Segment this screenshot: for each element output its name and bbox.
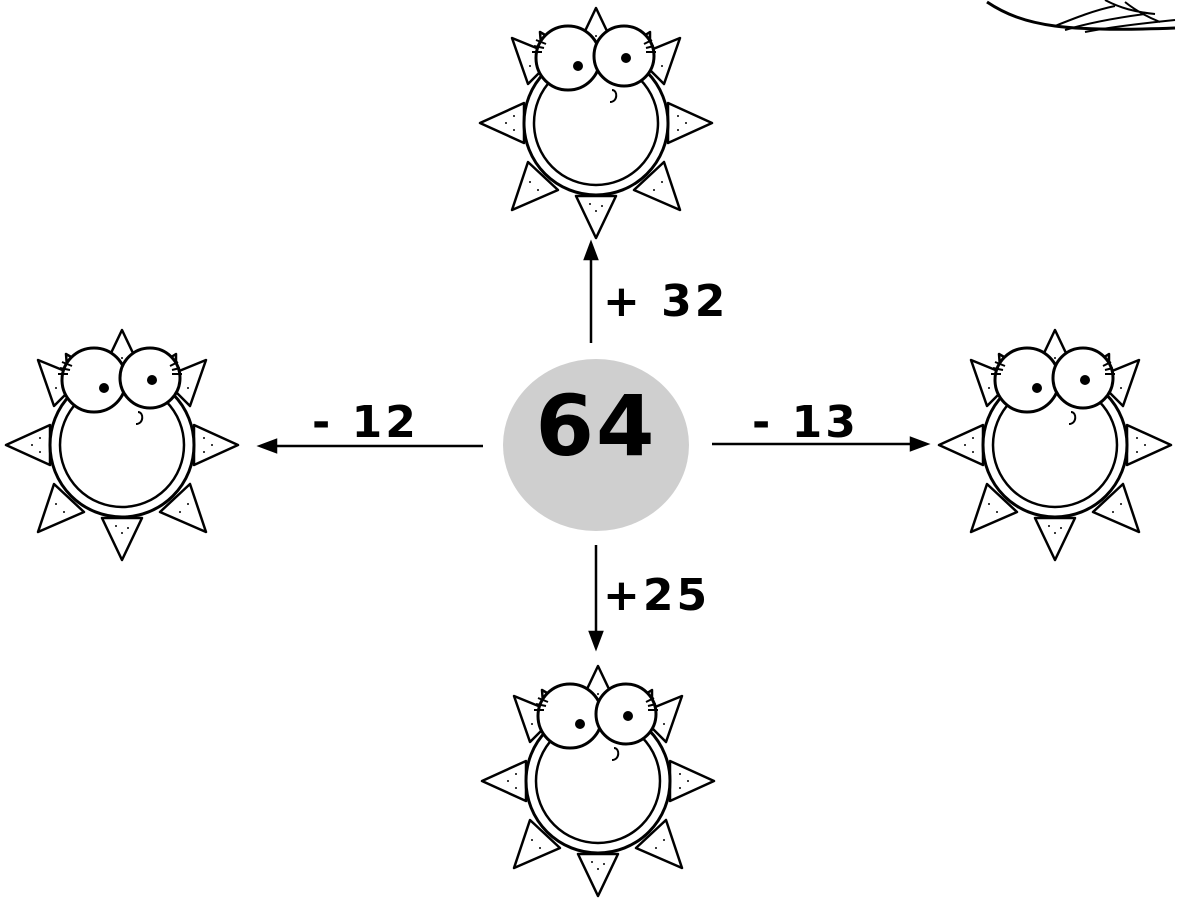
sun-top-icon[interactable] [478,6,714,240]
arrow-right [712,436,931,452]
operation-up-label: + 32 [603,276,729,327]
center-circle [503,359,689,531]
center-number: 64 [535,377,657,475]
operation-left-label: - 12 [312,397,419,448]
sun-left-icon[interactable] [4,328,240,562]
arrow-down [588,545,604,652]
arrow-up [583,239,599,343]
operation-down-label: +25 [603,570,711,621]
operation-right-label: - 13 [752,397,859,448]
sun-bottom-icon[interactable] [480,664,716,898]
sun-right-icon[interactable] [937,328,1173,562]
corner-scribble-icon [986,0,1176,33]
arrow-left [256,438,483,454]
